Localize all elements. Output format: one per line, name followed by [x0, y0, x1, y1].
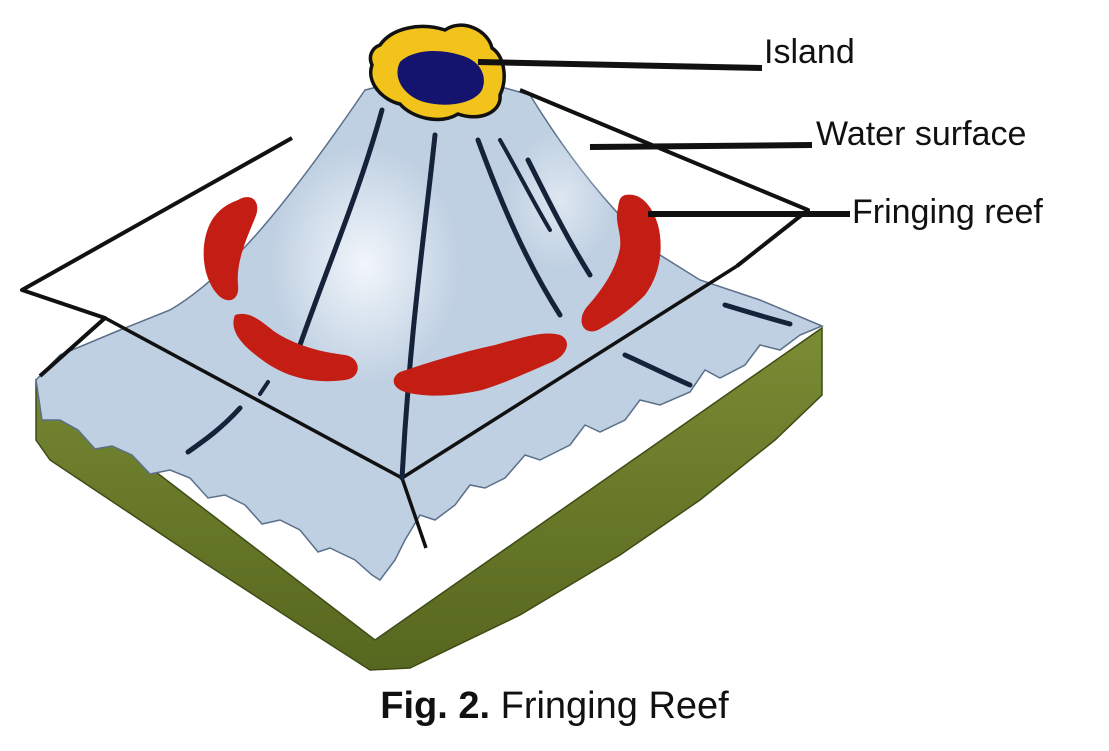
island-core [397, 50, 484, 105]
fringing-reef-patches [203, 194, 661, 396]
mountain-ridges [185, 107, 793, 481]
water-surface-edge-front [400, 477, 428, 549]
ridge-line [475, 137, 563, 318]
ridge-line [525, 157, 593, 278]
reef-patch-left-lower [233, 313, 358, 382]
ridge-line [297, 107, 385, 348]
ridge-line [498, 138, 552, 232]
ridge-line [622, 352, 693, 388]
ground-base [35, 326, 823, 671]
figure-number: Fig. 2. [380, 685, 491, 727]
ridge-line [258, 380, 270, 396]
figure-title: Fringing Reef [500, 685, 729, 727]
leader-lines [477, 59, 850, 217]
leader-water-surface [589, 142, 813, 150]
reef-patch-front [393, 333, 567, 396]
leader-island [477, 59, 763, 71]
water-surface-edge-left [104, 316, 403, 480]
reef-patch-right [581, 194, 661, 332]
water-surface-edge-right [401, 264, 738, 480]
water-surface-outline [20, 136, 293, 378]
label-fringing-reef: Fringing reef [852, 193, 1043, 231]
label-water-surface: Water surface [816, 115, 1026, 153]
reef-patch-left-upper [203, 197, 258, 301]
water-surface-outline-top-right [519, 88, 810, 268]
ridge-line [185, 405, 243, 455]
figure-caption: Fig. 2. Fringing Reef [0, 683, 1109, 729]
label-island: Island [764, 33, 855, 71]
ridge-line [399, 132, 438, 481]
ridge-line [722, 302, 793, 327]
